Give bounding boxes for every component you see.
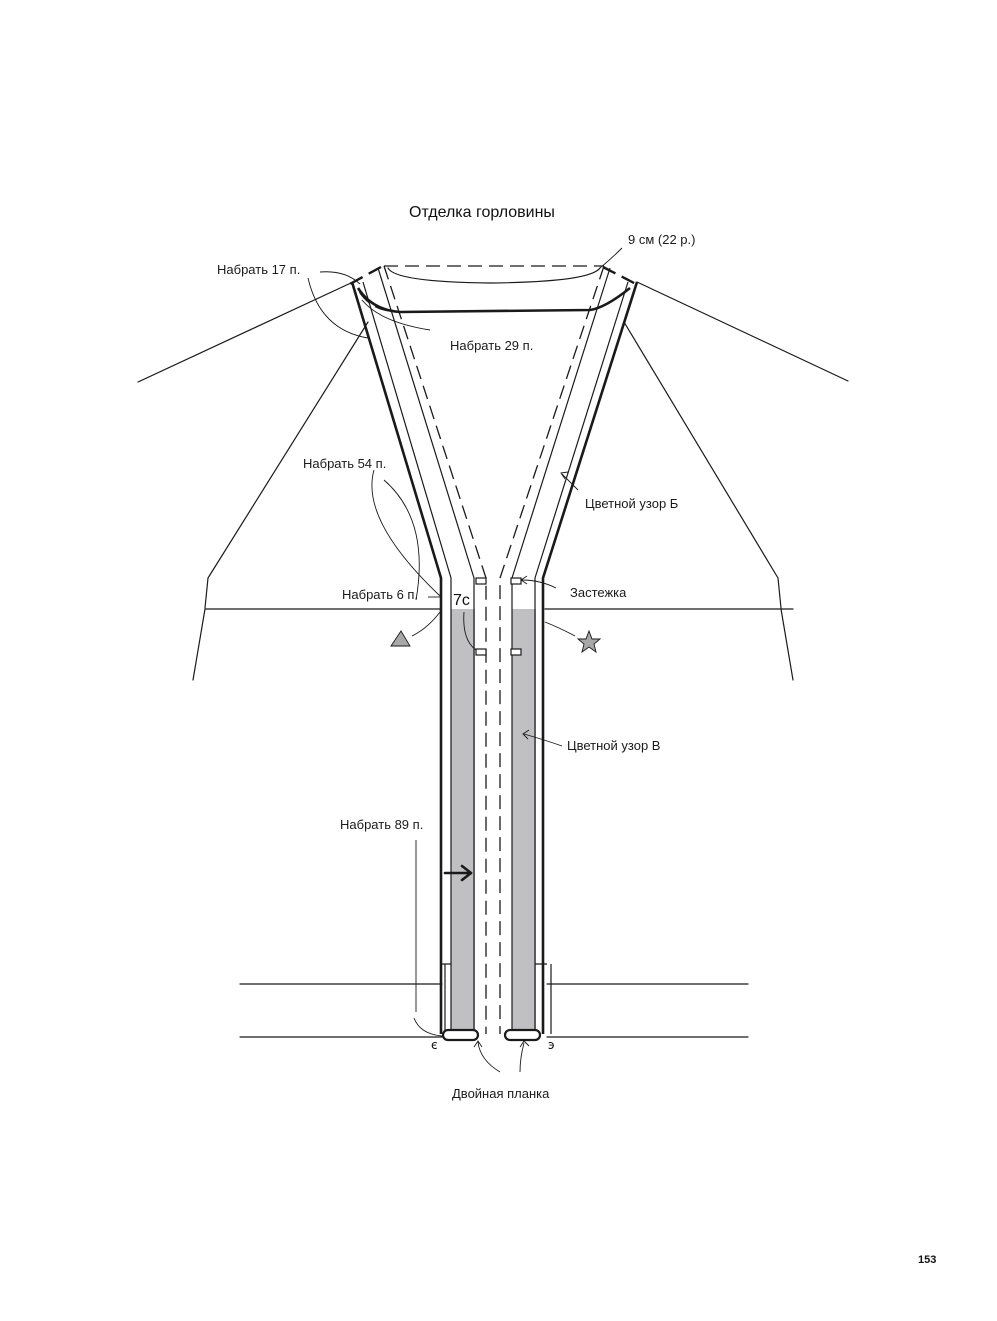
arrow-pattern-b [560, 471, 569, 480]
clasp-tab-1 [475, 577, 487, 585]
left-corner-dashed [349, 265, 382, 286]
left-band-end-cap [441, 1028, 480, 1042]
left-band-inner-1 [362, 281, 452, 1034]
band-fills [451, 609, 536, 1034]
arrow-pattern-v [522, 729, 530, 740]
right-shoulder-line [636, 281, 849, 382]
leader-triangle [411, 611, 441, 637]
leader-pick-54 [371, 469, 441, 597]
clasp-tab-4 [510, 648, 522, 656]
direction-arrow-head [460, 864, 473, 882]
marker-end-left: є [431, 1038, 438, 1052]
leader-7c [463, 611, 477, 651]
back-neck-inner-curve [387, 267, 601, 284]
marker-end-right: э [548, 1038, 555, 1052]
right-band-inner-1 [534, 281, 629, 1034]
leader-double-right [519, 1042, 525, 1073]
label-pick-54: Набрать 54 п. [303, 456, 387, 471]
arrow-double-left [473, 1040, 483, 1048]
right-armhole-line [623, 321, 782, 609]
page-number: 153 [918, 1254, 937, 1266]
left-band-outer-edge [350, 281, 443, 1034]
label-clasp: Застежка [570, 585, 627, 600]
left-side-line [192, 608, 206, 681]
star-marker [576, 629, 602, 654]
leader-pick-17-arc [319, 271, 361, 285]
right-corner-dashed [602, 265, 637, 286]
left-back-dashed [359, 291, 396, 313]
diagram-title: Отделка горловины [409, 204, 555, 221]
arrow-double-right [519, 1040, 530, 1048]
leader-pattern-b [561, 473, 579, 491]
hem-ribs [444, 964, 552, 1034]
triangle-marker [390, 630, 411, 647]
right-fold-dashed [499, 265, 605, 1034]
leader-pick-54-b [383, 479, 420, 601]
label-9cm: 9 см (22 р.) [628, 232, 696, 247]
left-band-inner-2 [377, 267, 475, 1034]
arrow-clasp [520, 575, 528, 585]
right-band-outer-edge [541, 281, 639, 1034]
leader-double-left [477, 1041, 501, 1073]
leader-star [544, 621, 576, 637]
label-pattern-b: Цветной узор Б [585, 496, 679, 511]
left-band-fill [451, 609, 475, 1034]
leader-pick-29 [361, 299, 431, 331]
label-pick-29: Набрать 29 п. [450, 338, 534, 353]
marker-7c: 7c [453, 592, 470, 609]
leader-pattern-v [523, 733, 563, 747]
leader-clasp [521, 579, 557, 589]
leader-9cm [599, 247, 623, 269]
right-side-line [780, 608, 794, 681]
right-band-fill [512, 609, 536, 1034]
label-double-band: Двойная планка [452, 1086, 550, 1101]
label-pick-17: Набрать 17 п. [217, 262, 301, 277]
leader-pick-17 [307, 277, 369, 339]
right-band-end-cap [503, 1028, 542, 1042]
clasp-tab-3 [475, 648, 487, 656]
leader-89-bottom [413, 1017, 443, 1037]
label-pick-6: Набрать 6 п. [342, 587, 419, 602]
label-pick-89: Набрать 89 п. [340, 817, 424, 832]
label-pattern-v: Цветной узор В [567, 738, 661, 753]
clasp-tab-2 [510, 577, 522, 585]
left-armhole-line [204, 321, 369, 609]
left-shoulder-line [137, 281, 354, 383]
